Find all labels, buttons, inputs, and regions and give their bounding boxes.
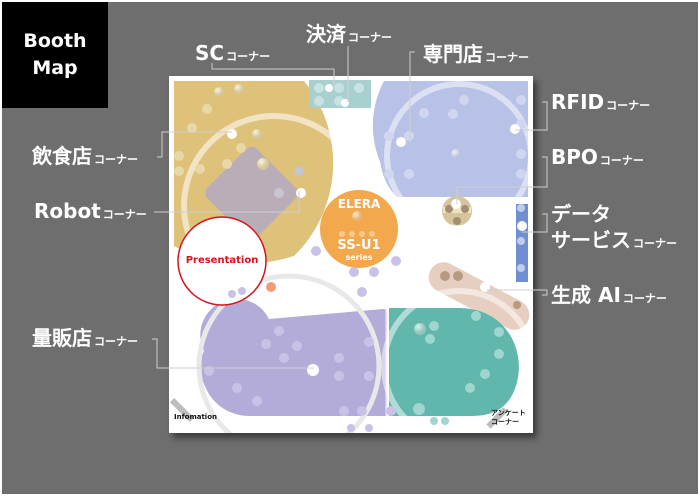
information-label: Infomation bbox=[174, 413, 217, 421]
teal-zone bbox=[389, 308, 519, 416]
elera-brand: ELERA bbox=[337, 197, 381, 211]
elera-model: SS-U1 bbox=[337, 238, 381, 253]
label-kessai-corner[interactable]: 決済コーナー bbox=[306, 22, 392, 46]
presentation-area bbox=[177, 216, 267, 306]
label-senmonten-corner[interactable]: 専門店コーナー bbox=[423, 42, 529, 66]
survey-line-1: アンケート bbox=[491, 409, 526, 417]
survey-corner-label: アンケート コーナー bbox=[491, 409, 526, 427]
survey-line-2: コーナー bbox=[491, 418, 519, 426]
booth-map-title: Booth Map bbox=[2, 2, 108, 108]
label-ryohanten-corner[interactable]: 量販店コーナー bbox=[32, 326, 138, 350]
label-data-service-corner[interactable]: データ サービスコーナー bbox=[551, 202, 677, 252]
label-inshokuten-corner[interactable]: 飲食店コーナー bbox=[32, 144, 138, 168]
presentation-label[interactable]: Presentation bbox=[185, 255, 259, 266]
title-line-1: Booth bbox=[23, 30, 87, 52]
elera-display bbox=[320, 190, 398, 268]
elera-series: series bbox=[345, 253, 373, 262]
floor-plan: ELERA SS-U1 series Presentation Infomati… bbox=[169, 76, 533, 433]
title-line-2: Map bbox=[32, 57, 78, 79]
